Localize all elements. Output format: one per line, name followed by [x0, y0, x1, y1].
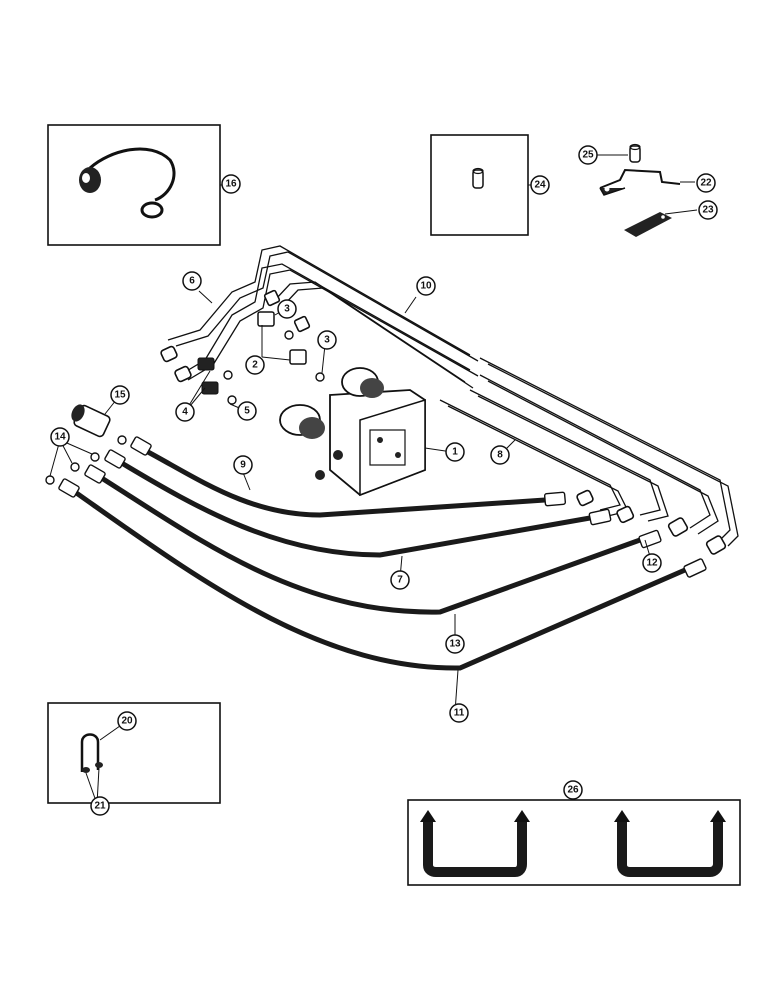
- callout-8-circle: [490, 445, 510, 465]
- callout-21: 21: [94, 801, 106, 812]
- callout-13: 13: [449, 639, 461, 650]
- callout-4-circle: [175, 402, 195, 422]
- callout-22-circle: [696, 173, 716, 193]
- callout-24-circle: [530, 175, 550, 195]
- callout-9-circle: [233, 455, 253, 475]
- callout-5: 5: [244, 406, 250, 417]
- callout-16-circle: [221, 174, 241, 194]
- inset-dust-cap: [47, 124, 222, 246]
- callout-23-circle: [698, 200, 718, 220]
- callout-14-circle: [50, 427, 70, 447]
- callout-9: 9: [240, 460, 246, 471]
- callout-13-circle: [445, 634, 465, 654]
- hoses: [72, 449, 688, 671]
- callout-11: 11: [454, 708, 465, 719]
- hose-ends: [58, 436, 707, 578]
- callout-20-circle: [117, 711, 137, 731]
- callout-11-circle: [449, 703, 469, 723]
- callout-22: 22: [700, 178, 712, 189]
- callout-10: 10: [420, 281, 432, 292]
- callout-25-circle: [578, 145, 598, 165]
- callout-12: 12: [646, 558, 658, 569]
- callout-7: 7: [397, 575, 403, 586]
- callout-5-circle: [237, 401, 257, 421]
- inset-handles: [407, 799, 741, 886]
- callout-16: 16: [225, 179, 237, 190]
- callout-25: 25: [582, 150, 594, 161]
- callout-24: 24: [534, 180, 546, 191]
- callout-12-circle: [642, 553, 662, 573]
- callout-3b-circle: [317, 330, 337, 350]
- callout-6: 6: [189, 276, 195, 287]
- parts-clamp-group: [599, 143, 681, 237]
- callout-2: 2: [252, 360, 258, 371]
- fittings: [197, 311, 325, 405]
- coupler-and-seals: [45, 404, 127, 485]
- callout-7-circle: [390, 570, 410, 590]
- callout-14: 14: [54, 432, 66, 443]
- callout-labels: 1 2 3 3 4 5 6 7 8 9 10 11 12 13 14 15 16…: [54, 150, 714, 812]
- callout-20: 20: [121, 716, 133, 727]
- callout-23: 23: [702, 205, 714, 216]
- steel-tubes: [167, 245, 739, 547]
- inset-u-bolt: [47, 702, 221, 804]
- callout-8: 8: [497, 450, 503, 461]
- callout-15: 15: [114, 390, 126, 401]
- callout-3a: 3: [284, 304, 290, 315]
- control-valve: [279, 367, 426, 497]
- callout-26: 26: [567, 785, 579, 796]
- callout-21-circle: [90, 796, 110, 816]
- callout-3b: 3: [324, 335, 330, 346]
- tube-nuts: [160, 289, 727, 555]
- callout-1-circle: [445, 442, 465, 462]
- callout-3a-circle: [277, 299, 297, 319]
- inset-bushing: [430, 134, 529, 236]
- callout-2-circle: [245, 355, 265, 375]
- callout-1: 1: [452, 447, 458, 458]
- callout-26-circle: [563, 780, 583, 800]
- callout-10-circle: [416, 276, 436, 296]
- callout-15-circle: [110, 385, 130, 405]
- callouts: [50, 145, 718, 816]
- callout-4: 4: [182, 407, 188, 418]
- callout-6-circle: [182, 271, 202, 291]
